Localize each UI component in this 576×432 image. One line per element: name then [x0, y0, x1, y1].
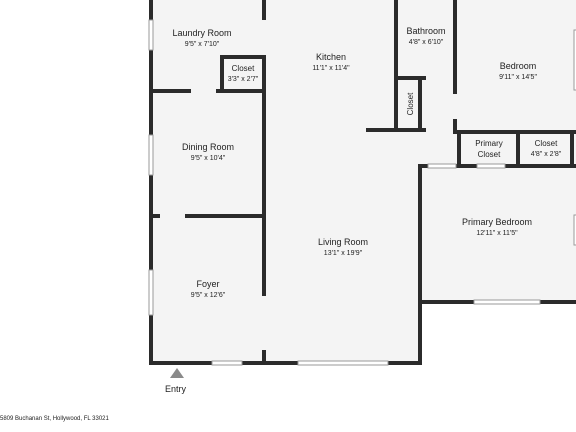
room-laundry-label: Laundry Room [172, 28, 231, 38]
room-dining-label: Dining Room [182, 142, 234, 152]
room-kitchen-dims: 11'1" x 11'4" [312, 65, 350, 72]
openings [148, 19, 576, 366]
room-bedroom-label: Bedroom [500, 61, 537, 71]
room-bathroom-dims: 4'8" x 6'10" [409, 39, 444, 46]
room-closet-small-label: Closet [232, 64, 255, 73]
room-bathroom-label: Bathroom [406, 26, 445, 36]
room-foyer-label: Foyer [196, 279, 219, 289]
room-bedroom-dims: 9'11" x 14'5" [499, 74, 537, 81]
room-living-dims: 13'1" x 19'9" [324, 250, 363, 257]
room-kitchen-label: Kitchen [316, 52, 346, 62]
room-closet-vertical-label: Closet [406, 92, 415, 115]
address-text: 5809 Buchanan St, Hollywood, FL 33021 [0, 416, 109, 422]
room-dining-dims: 9'5" x 10'4" [191, 155, 226, 162]
room-closet-small-dims: 3'3" x 2'7" [228, 76, 259, 83]
room-closet-right-label: Closet [535, 139, 558, 148]
room-primary-closet-label-2: Closet [478, 150, 501, 159]
room-laundry-dims: 9'5" x 7'10" [185, 41, 220, 48]
entry-label: Entry [165, 384, 187, 394]
room-living-label: Living Room [318, 237, 368, 247]
room-closet-right-dims: 4'8" x 2'8" [531, 151, 562, 158]
entry-arrow-icon [170, 368, 184, 378]
room-primary-closet-label-1: Primary [475, 139, 503, 148]
room-primary-bedroom-label: Primary Bedroom [462, 217, 532, 227]
room-primary-bedroom-dims: 12'11" x 11'5" [476, 230, 518, 237]
room-foyer-dims: 9'5" x 12'6" [191, 292, 226, 299]
floor-fills [151, 0, 576, 363]
